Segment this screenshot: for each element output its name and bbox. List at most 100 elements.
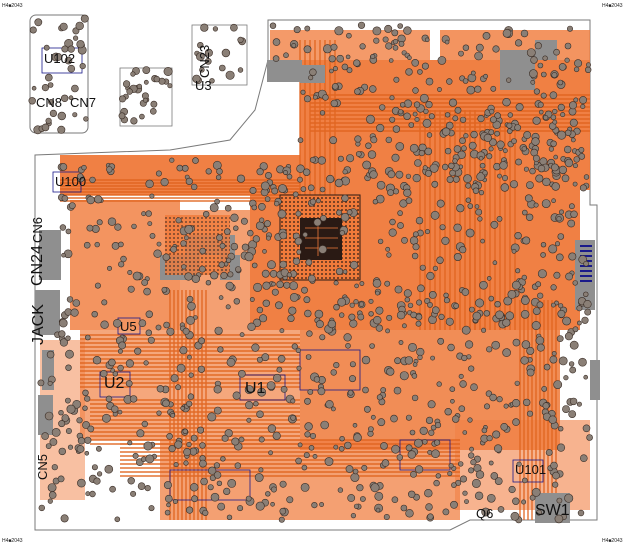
via [448, 162, 455, 170]
via [572, 163, 578, 169]
via [329, 136, 338, 145]
via [557, 233, 565, 240]
via [183, 448, 191, 456]
via [350, 260, 359, 270]
designator-cn6: CN6 [30, 216, 45, 243]
via [161, 286, 168, 293]
via [253, 401, 259, 407]
via [66, 296, 74, 303]
via [551, 163, 559, 172]
via [272, 38, 281, 46]
via [446, 176, 454, 184]
via [568, 361, 575, 367]
via [291, 343, 298, 350]
via [551, 72, 558, 79]
via [145, 210, 152, 217]
via [198, 265, 206, 273]
via [375, 290, 380, 296]
via [130, 490, 137, 497]
via [435, 473, 441, 479]
via [84, 450, 90, 456]
via [278, 184, 287, 193]
via [166, 502, 171, 508]
via [142, 97, 148, 103]
via [155, 324, 162, 331]
via [247, 229, 254, 237]
via [218, 295, 224, 300]
via [208, 466, 217, 475]
via [529, 69, 538, 78]
via [45, 117, 52, 124]
via [506, 122, 513, 129]
via [382, 36, 389, 43]
designator-cn23: CN23 [197, 44, 212, 78]
via [569, 118, 578, 127]
via [96, 219, 103, 226]
via [529, 494, 536, 501]
via [460, 116, 467, 123]
via [303, 296, 311, 304]
via [68, 202, 76, 209]
via [425, 416, 434, 425]
via [345, 342, 351, 349]
via [72, 112, 78, 118]
via [494, 112, 501, 119]
via [191, 183, 198, 191]
via [496, 215, 503, 222]
via [377, 238, 384, 245]
via [537, 164, 546, 173]
via [483, 403, 490, 410]
via [246, 417, 252, 423]
via [96, 471, 103, 477]
via [28, 97, 36, 105]
via [209, 203, 219, 213]
via [369, 85, 377, 93]
via [264, 172, 272, 180]
via [445, 121, 454, 130]
via [322, 94, 329, 101]
via [403, 26, 412, 35]
via [141, 211, 146, 217]
via [67, 45, 75, 53]
via [296, 249, 302, 255]
via [286, 272, 292, 278]
via [303, 45, 312, 54]
via [407, 302, 414, 309]
via [144, 485, 151, 492]
via [225, 70, 235, 80]
via [319, 110, 326, 116]
via [247, 322, 256, 331]
via [439, 224, 446, 231]
via [386, 314, 393, 321]
via [492, 120, 501, 130]
via [405, 414, 412, 421]
via [486, 435, 493, 442]
via [534, 42, 542, 50]
via [424, 297, 431, 304]
via [503, 296, 513, 306]
via [258, 467, 264, 473]
via [524, 194, 533, 203]
via [47, 82, 54, 88]
via [429, 163, 439, 173]
via [470, 130, 478, 139]
via [320, 420, 330, 430]
via [304, 309, 312, 318]
via [180, 240, 187, 247]
via [438, 313, 445, 321]
via [362, 386, 369, 394]
via [111, 405, 119, 413]
via [70, 308, 79, 317]
via [110, 368, 115, 373]
via [145, 454, 155, 464]
via [342, 169, 348, 175]
via [112, 371, 119, 377]
via [245, 495, 252, 502]
via [479, 162, 486, 169]
via [385, 246, 391, 252]
via [72, 399, 81, 409]
designator-cn7: CN7 [70, 95, 97, 110]
via [404, 356, 414, 365]
via [468, 467, 475, 474]
via [255, 501, 265, 511]
